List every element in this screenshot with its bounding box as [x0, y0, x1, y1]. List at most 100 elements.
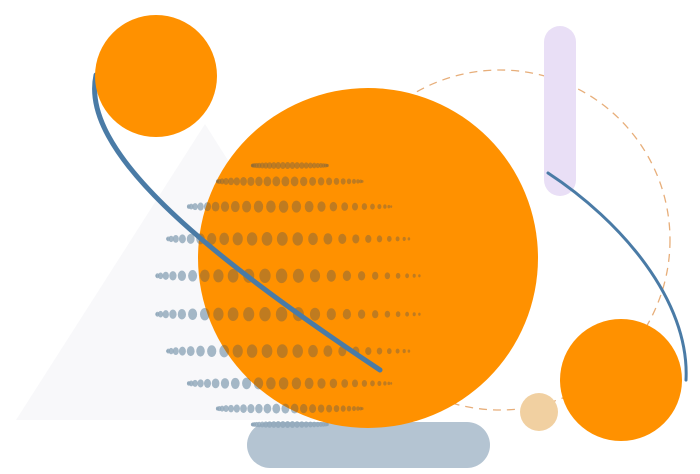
sphere-dot [240, 404, 247, 413]
sphere-dot-overlay [346, 178, 352, 185]
sphere-dot [158, 272, 164, 280]
sphere-dot-overlay [418, 274, 421, 278]
sphere-dot [242, 377, 252, 390]
sphere-dot [172, 347, 179, 355]
sphere-dot-overlay [243, 307, 255, 322]
sphere-dot-overlay [351, 202, 359, 211]
sphere-dot-overlay [199, 269, 210, 282]
sphere-dot-overlay [220, 201, 230, 212]
sphere-dot [178, 346, 186, 356]
sphere-dot-overlay [308, 162, 313, 169]
small-orange-circle-top-left [95, 15, 217, 137]
sphere-dot-overlay [275, 306, 288, 322]
sphere-dot-overlay [227, 268, 239, 283]
sphere-dot [197, 379, 204, 388]
sphere-dot-overlay [341, 202, 349, 211]
sphere-dot [318, 422, 323, 427]
sphere-dot [259, 421, 265, 428]
sphere-dot-overlay [383, 204, 387, 209]
sphere-dot [303, 421, 309, 428]
sphere-dot-overlay [300, 403, 308, 414]
sphere-dot [186, 346, 195, 357]
sphere-dot [197, 202, 204, 211]
sphere-dot-overlay [289, 161, 296, 170]
sphere-dot [169, 271, 177, 281]
sphere-dot-overlay [370, 203, 375, 210]
sphere-dot-overlay [323, 345, 333, 357]
sphere-dot-overlay [207, 233, 217, 245]
sphere-dot-overlay [395, 311, 401, 318]
sphere-dot-overlay [351, 379, 359, 388]
sphere-dot [211, 378, 220, 389]
sphere-dot-overlay [359, 406, 363, 411]
sphere-dot [315, 421, 320, 428]
sphere-dot-overlay [275, 268, 288, 284]
sphere-dot [162, 310, 169, 319]
sphere-dot [168, 347, 174, 355]
sphere-dot-overlay [292, 268, 304, 283]
sphere-dot-overlay [240, 177, 247, 186]
sphere-dot-overlay [261, 344, 273, 358]
sphere-dot [188, 380, 194, 387]
sphere-dot-overlay [412, 312, 416, 317]
sphere-dot-overlay [284, 161, 291, 170]
sphere-dot-overlay [259, 306, 271, 322]
sphere-dot-overlay [232, 344, 243, 358]
sphere-dot-overlay [266, 200, 276, 213]
sphere-dot-overlay [361, 203, 368, 211]
sphere-dot-overlay [333, 405, 340, 413]
sphere-dot [192, 203, 198, 211]
sphere-dot-overlay [402, 236, 406, 241]
sphere-dot-overlay [291, 377, 302, 390]
sphere-dot [196, 345, 205, 357]
sphere-dot-overlay [232, 232, 243, 246]
sphere-dot-overlay [304, 377, 314, 390]
sphere-dot-overlay [309, 404, 317, 414]
sphere-dot [271, 421, 277, 428]
sphere-dot-overlay [290, 176, 299, 187]
sphere-dot-overlay [338, 233, 347, 245]
sphere-dot-overlay [242, 200, 252, 213]
sphere-dot-overlay [276, 231, 288, 246]
sphere-dot [162, 271, 169, 280]
sphere-dot-overlay [326, 163, 329, 168]
sphere-dot-overlay [266, 377, 276, 390]
sphere-dot-overlay [387, 204, 391, 209]
sphere-dot [311, 421, 317, 428]
sphere-dot-overlay [361, 407, 364, 411]
sphere-dot-overlay [323, 233, 333, 245]
sphere-dot-overlay [356, 179, 360, 184]
lavender-pill [544, 26, 576, 196]
sphere-dot [220, 378, 230, 389]
sphere-dot-overlay [213, 269, 224, 283]
sphere-dot-overlay [412, 273, 416, 278]
sphere-dot [203, 378, 212, 388]
sphere-dot-overlay [342, 270, 352, 282]
sphere-dot [299, 421, 305, 428]
sphere-dot-overlay [275, 162, 281, 169]
sphere-dot-overlay [395, 348, 400, 354]
sphere-dot-overlay [292, 344, 303, 358]
sphere-dot-overlay [211, 201, 220, 212]
sphere-dot-overlay [402, 349, 406, 354]
sphere-dot [280, 420, 286, 429]
sphere-dot [219, 405, 225, 412]
sphere-dot [223, 405, 229, 413]
slate-pill [247, 422, 490, 468]
sphere-dot-overlay [291, 200, 302, 213]
sphere-dot-overlay [259, 268, 271, 284]
sphere-dot-overlay [386, 348, 392, 355]
sphere-dot-overlay [246, 232, 258, 246]
sphere-dot-overlay [365, 234, 372, 243]
sphere-dot-overlay [263, 162, 269, 169]
sphere-dot-overlay [227, 307, 239, 322]
sphere-dot-overlay [228, 177, 234, 186]
sphere-dot-overlay [340, 405, 346, 412]
sphere-dot [255, 403, 263, 414]
sphere-dot-overlay [278, 200, 289, 213]
sphere-dot-overlay [308, 344, 318, 358]
sphere-dot-overlay [383, 381, 387, 386]
sphere-dot [233, 404, 240, 413]
